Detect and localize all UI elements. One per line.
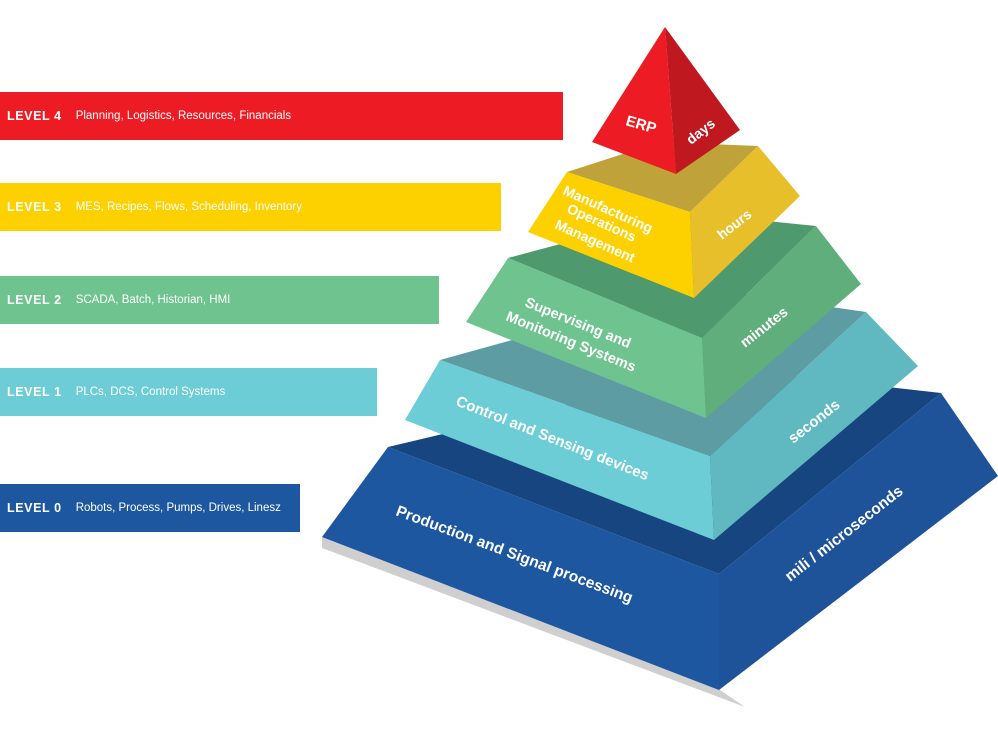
level-1-label: LEVEL 1 (7, 385, 62, 399)
level-0-description: Robots, Process, Pumps, Drives, Linesz (75, 502, 281, 514)
level-3-description: MES, Recipes, Flows, Scheduling, Invento… (75, 201, 302, 213)
pyramid-shadow (322, 537, 745, 707)
level-0-bar: LEVEL 0 Robots, Process, Pumps, Drives, … (0, 484, 300, 532)
level-0-label: LEVEL 0 (7, 501, 62, 515)
level-1-description: PLCs, DCS, Control Systems (75, 386, 226, 398)
level-2-bar: LEVEL 2 SCADA, Batch, Historian, HMI (0, 276, 439, 324)
pyramid-tier-3: Manufacturing Operations Management hour… (528, 142, 800, 298)
level-2-label: LEVEL 2 (7, 293, 62, 307)
level-3-bar: LEVEL 3 MES, Recipes, Flows, Scheduling,… (0, 183, 501, 231)
level-4-label: LEVEL 4 (7, 109, 62, 123)
level-4-description: Planning, Logistics, Resources, Financia… (75, 110, 292, 122)
pyramid-tier-4: ERP days (592, 27, 740, 174)
level-2-description: SCADA, Batch, Historian, HMI (75, 294, 231, 306)
level-1-bar: LEVEL 1 PLCs, DCS, Control Systems (0, 368, 377, 416)
level-4-bar: LEVEL 4 Planning, Logistics, Resources, … (0, 92, 563, 140)
level-3-label: LEVEL 3 (7, 200, 62, 214)
